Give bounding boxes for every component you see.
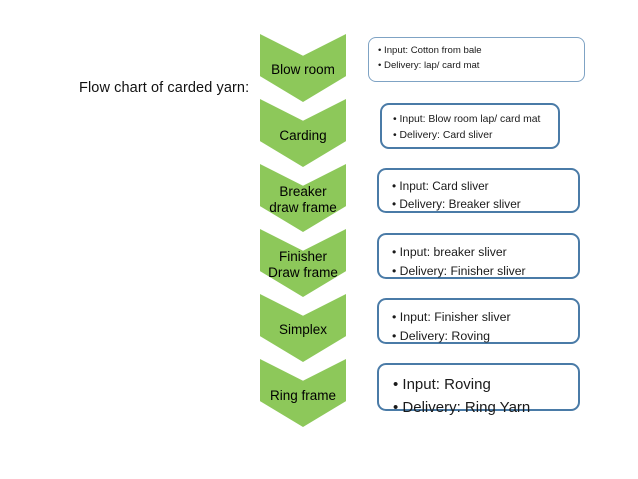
- info-delivery-breaker-draw-frame: • Delivery: Breaker sliver: [392, 197, 521, 211]
- info-input-breaker-draw-frame: • Input: Card sliver: [392, 179, 489, 193]
- info-input-simplex: • Input: Finisher sliver: [392, 310, 511, 324]
- chevron-label-finisher-draw-frame: Finisher Draw frame: [268, 249, 338, 280]
- info-box-simplex: • Input: Finisher sliver • Delivery: Rov…: [377, 298, 580, 344]
- chevron-label-simplex: Simplex: [278, 322, 327, 337]
- info-list-blow-room: • Input: Cotton from bale • Delivery: la…: [378, 44, 584, 73]
- info-input-ring-frame: • Input: Roving: [393, 376, 491, 393]
- info-box-ring-frame: • Input: Roving • Delivery: Ring Yarn: [377, 363, 580, 416]
- chevron-label-carding: Carding: [279, 128, 327, 143]
- info-delivery-simplex: • Delivery: Roving: [392, 329, 490, 343]
- info-list-ring-frame: • Input: Roving • Delivery: Ring Yarn: [393, 373, 578, 419]
- info-list-simplex: • Input: Finisher sliver • Delivery: Rov…: [392, 308, 578, 346]
- info-box-finisher-draw-frame: • Input: breaker sliver • Delivery: Fini…: [377, 233, 580, 279]
- info-list-finisher-draw-frame: • Input: breaker sliver • Delivery: Fini…: [392, 243, 578, 281]
- info-box-carding: • Input: Blow room lap/ card mat • Deliv…: [380, 103, 560, 149]
- info-delivery-ring-frame: • Delivery: Ring Yarn: [393, 399, 531, 416]
- chevron-label-breaker-draw-frame: Breaker draw frame: [269, 184, 337, 215]
- info-box-breaker-draw-frame: • Input: Card sliver • Delivery: Breaker…: [377, 168, 580, 213]
- info-delivery-blow-room: • Delivery: lap/ card mat: [378, 59, 480, 71]
- info-delivery-finisher-draw-frame: • Delivery: Finisher sliver: [392, 264, 526, 278]
- info-input-finisher-draw-frame: • Input: breaker sliver: [392, 245, 507, 259]
- chevron-label-ring-frame: Ring frame: [269, 388, 337, 403]
- page-title: Flow chart of carded yarn:: [79, 80, 250, 96]
- info-input-blow-room: • Input: Cotton from bale: [378, 45, 482, 56]
- info-delivery-carding: • Delivery: Card sliver: [393, 130, 493, 141]
- info-list-carding: • Input: Blow room lap/ card mat • Deliv…: [393, 112, 558, 144]
- info-box-blow-room: • Input: Cotton from bale • Delivery: la…: [368, 37, 585, 82]
- info-input-carding: • Input: Blow room lap/ card mat: [393, 114, 541, 125]
- info-list-breaker-draw-frame: • Input: Card sliver • Delivery: Breaker…: [392, 177, 578, 213]
- chevron-label-blow-room: Blow room: [271, 62, 335, 77]
